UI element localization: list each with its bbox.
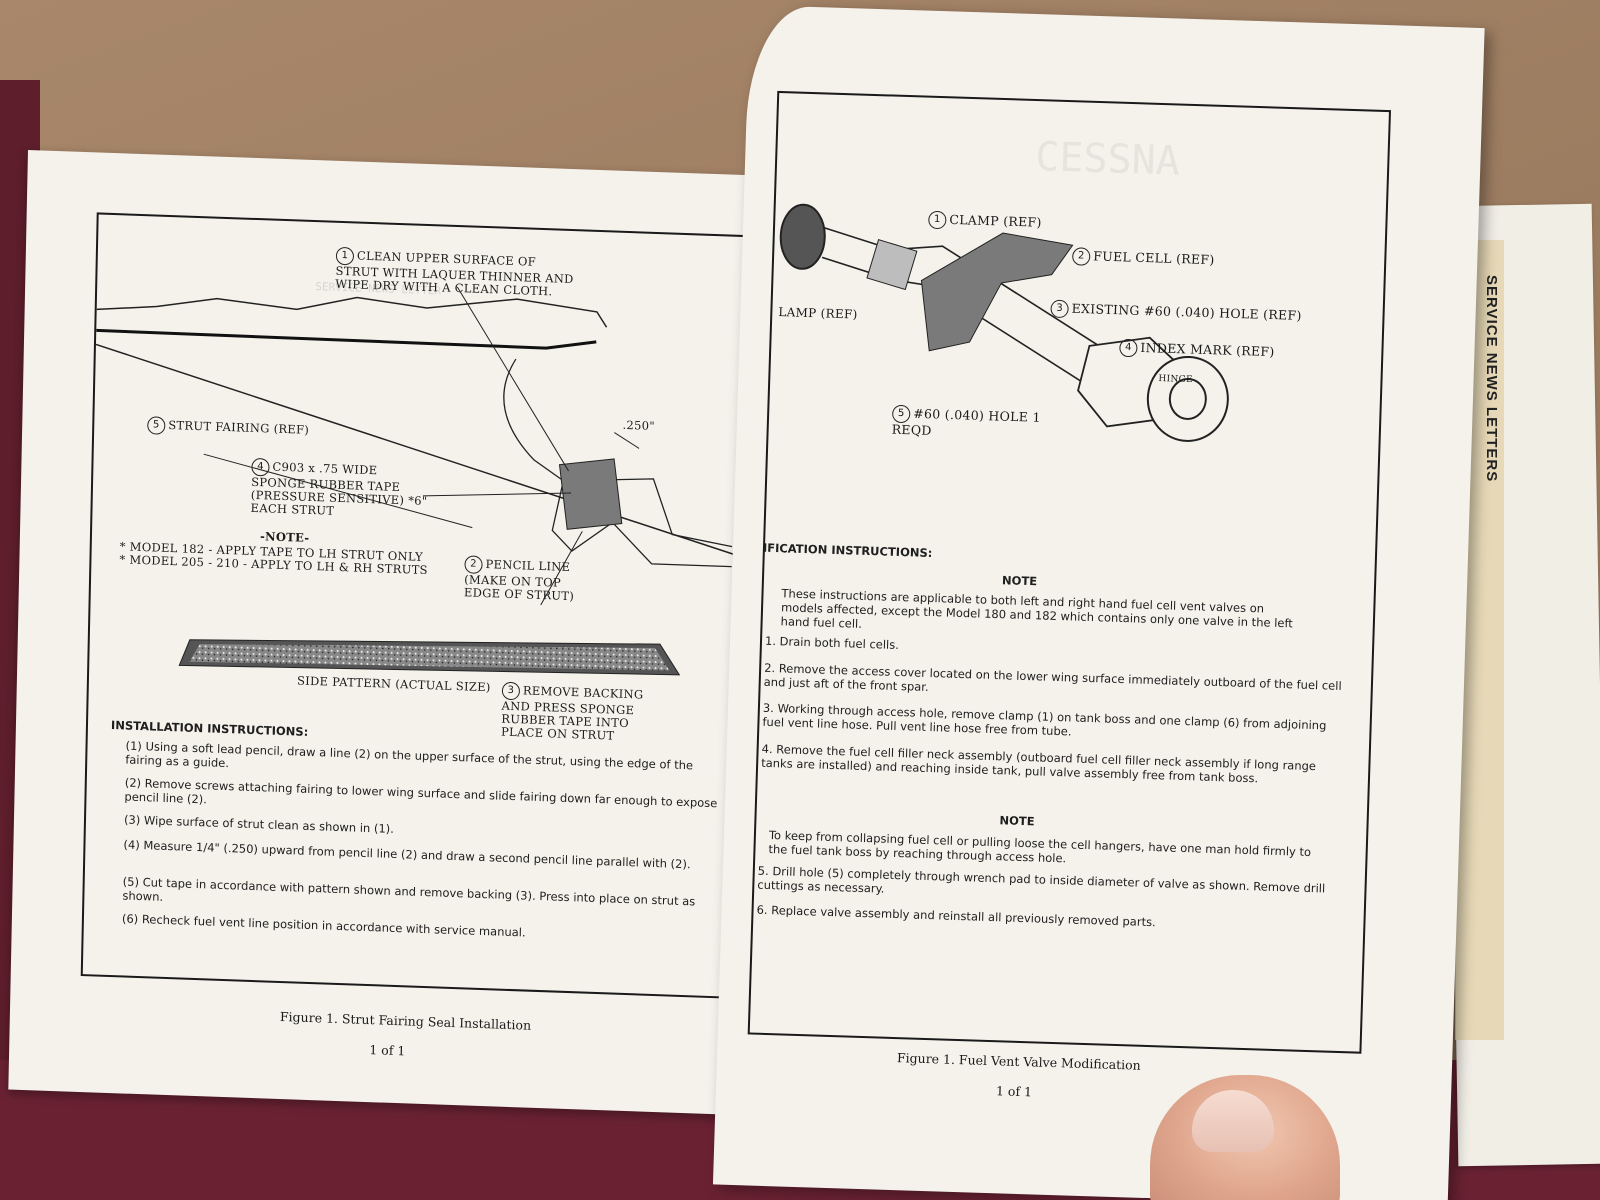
callout-number: 3 [501,681,521,701]
step-number: (4) [123,837,140,853]
step-number: (6) [121,911,139,927]
valve-drawing [779,203,1229,442]
note-title-2: NOTE [999,813,1035,829]
callout-text: CLAMP (REF) [949,211,1042,230]
step-number: (3) [123,812,141,828]
figure-caption: Figure 1. Strut Fairing Seal Installatio… [279,1008,532,1033]
step-number: (5) [122,874,140,890]
callout-number: 1 [928,210,947,230]
note-title: NOTE [1001,573,1038,589]
callout-text: INDEX MARK (REF) [1140,339,1275,360]
step-number: 3. [762,700,775,716]
callout-text: STRUT FAIRING (REF) [168,417,310,437]
thumbnail-nail [1192,1090,1274,1152]
step-number: 5. [757,863,770,879]
callout-text: FUEL CELL (REF) [1093,248,1215,268]
figure-caption: Figure 1. Fuel Vent Valve Modification [896,1050,1141,1073]
dimension-label: .250" [622,417,656,433]
callout-number: 2 [1071,247,1091,266]
step-number: (1) [125,738,143,754]
callout-text: REMOVE BACKING AND PRESS SPONGE RUBBER T… [500,683,644,743]
page-number: 1 of 1 [995,1083,1033,1100]
tab-label: SERVICE NEWS LETTERS [1483,275,1500,483]
callout-number: 5 [891,404,911,424]
step-number: 4. [761,741,773,757]
callout-number: 5 [147,416,166,435]
page-number: 1 of 1 [369,1042,406,1059]
step-number: 6. [756,902,768,917]
strut-drawing [95,286,743,676]
callout-number: 2 [464,555,483,574]
note-title: -NOTE- [259,529,310,545]
step-number: (2) [124,775,142,791]
step-number: 1. [764,633,777,649]
callout-number: 3 [1050,299,1069,319]
callout-text: C903 x .75 WIDE SPONGE RUBBER TAPE (PRES… [250,459,428,518]
hinge-label: HINGE [1158,374,1194,386]
callout-number: 4 [1119,338,1138,358]
callout-text: #60 (.040) HOLE 1 REQD [891,405,1041,438]
callout-5: 5#60 (.040) HOLE 1 REQD [891,404,1053,441]
step-number: 2. [763,660,776,676]
callout-number: 4 [251,457,270,477]
callout-number: 1 [335,246,355,266]
callout-text: CLEAN UPPER SURFACE OF STRUT WITH LAQUER… [335,248,574,299]
clamp-partial-label: LAMP (REF) [778,305,858,322]
